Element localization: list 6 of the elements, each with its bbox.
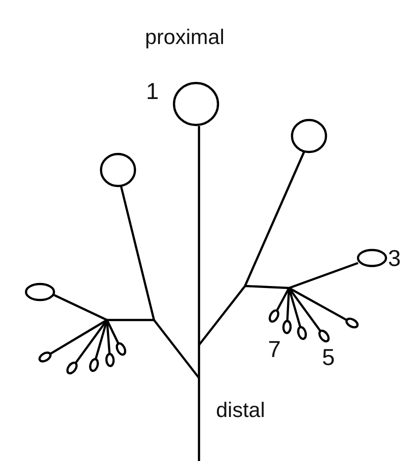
callout-number: 1 bbox=[146, 80, 159, 103]
callout-number: 5 bbox=[322, 346, 335, 369]
axis-label: distal bbox=[216, 400, 266, 421]
callout-number: 3 bbox=[388, 247, 401, 270]
axis-label: proximal bbox=[145, 27, 224, 48]
callout-number: 7 bbox=[268, 338, 281, 361]
